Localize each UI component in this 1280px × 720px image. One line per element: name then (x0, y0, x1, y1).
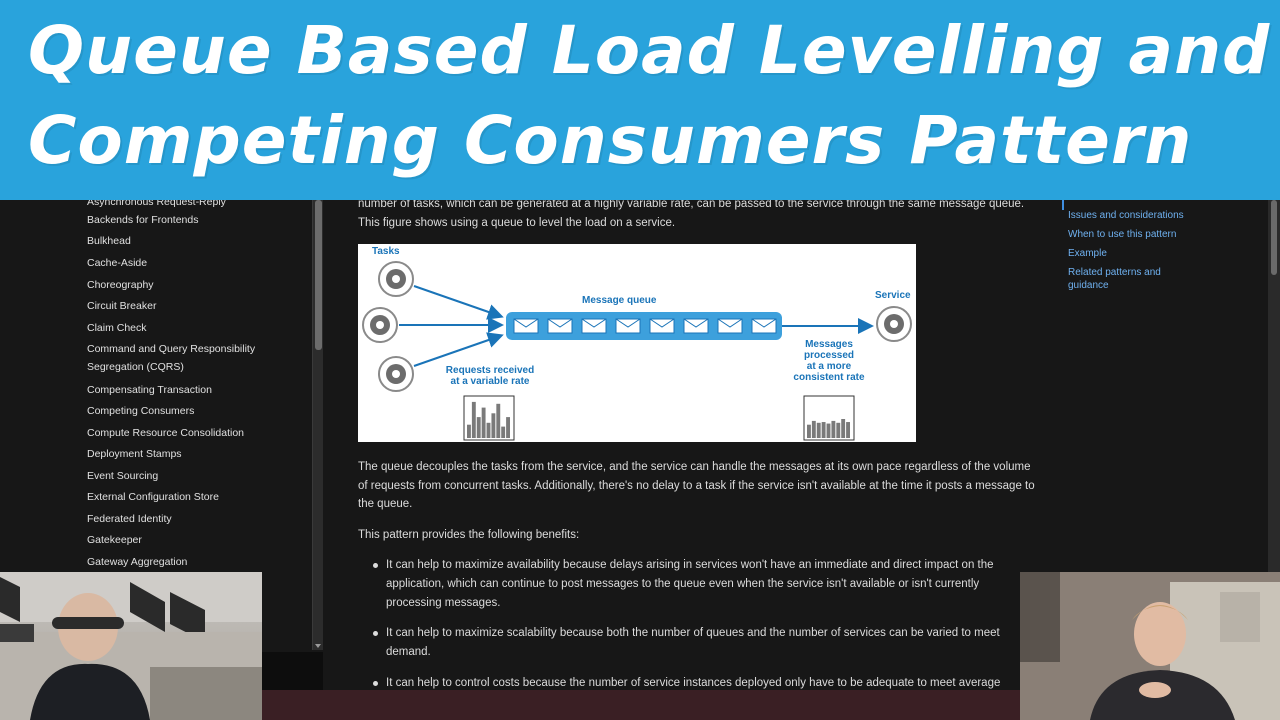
toc-link-example[interactable]: Example (1068, 248, 1107, 259)
webcam-right-scene (1020, 572, 1280, 720)
variable-rate-bar (476, 417, 481, 438)
envelope-icon (513, 318, 539, 334)
consistent-rate-bar (807, 424, 811, 438)
message-queue-label: Message queue (582, 295, 657, 306)
consistent-rate-bar (821, 422, 826, 438)
bullet-dot-icon (373, 563, 378, 568)
envelope-icon (683, 318, 709, 334)
variable-rate-bar (486, 422, 491, 438)
variable-rate-bar (501, 426, 506, 438)
consistent-rate-bar (826, 423, 831, 438)
toc-active-indicator (1062, 200, 1064, 210)
intro-paragraph: number of tasks, which can be generated … (358, 198, 1025, 229)
nav-scrollbar-thumb[interactable] (315, 200, 322, 350)
nav-scrollbar[interactable] (312, 200, 323, 650)
page-scrollbar-thumb[interactable] (1271, 200, 1277, 275)
nav-item-gatekeeper[interactable]: Gatekeeper (87, 534, 142, 546)
nav-item-cache-aside[interactable]: Cache-Aside (87, 257, 148, 269)
title-banner: Queue Based Load Levelling and Competing… (0, 0, 1280, 200)
banner-title-line-1: Queue Based Load Levelling and (28, 12, 1271, 89)
nav-item-bulkhead[interactable]: Bulkhead (87, 235, 131, 247)
nav-item-external-configuration-store[interactable]: External Configuration Store (87, 491, 219, 503)
variable-rate-bar (506, 417, 510, 438)
benefit-costs: It can help to control costs because the… (373, 674, 1022, 693)
nav-item-federated-identity[interactable]: Federated Identity (87, 513, 172, 525)
service-gear-icon (876, 306, 912, 342)
toc-link-related-patterns[interactable]: Related patterns and guidance (1068, 267, 1161, 291)
variable-rate-bar (471, 401, 476, 438)
nav-item-cqrs[interactable]: Command and Query Responsibility Segrega… (87, 343, 256, 373)
task-arrow (413, 332, 504, 367)
webcam-left-scene (0, 572, 262, 720)
benefit-scalability: It can help to maximize scalability beca… (373, 624, 1022, 662)
benefit-text: It can help to control costs because the… (386, 677, 1001, 689)
nav-item-circuit-breaker[interactable]: Circuit Breaker (87, 300, 157, 312)
toc-link-issues[interactable]: Issues and considerations (1068, 210, 1184, 221)
page-scrollbar[interactable] (1268, 200, 1280, 580)
processed-label-line-3: at a more (806, 361, 852, 372)
consistent-rate-bar (816, 422, 821, 438)
envelope-icon (615, 318, 641, 334)
bullet-dot-icon (373, 681, 378, 686)
consistent-rate-bar (836, 422, 841, 438)
variable-rate-bar (481, 407, 486, 438)
variable-rate-bar (491, 413, 496, 438)
nav-item-competing-consumers[interactable]: Competing Consumers (87, 405, 195, 417)
task-arrow (413, 285, 504, 320)
nav-item-gateway-aggregation[interactable]: Gateway Aggregation (87, 556, 188, 568)
tasks-label: Tasks (372, 246, 400, 257)
nav-item-compute-resource-consolidation[interactable]: Compute Resource Consolidation (87, 427, 245, 439)
nav-item-deployment-stamps[interactable]: Deployment Stamps (87, 448, 182, 460)
processed-label-line-4: consistent rate (793, 372, 865, 383)
scroll-down-arrow-icon[interactable] (315, 644, 321, 648)
video-bottom-strip (262, 690, 1020, 720)
diagram-canvas (362, 261, 912, 441)
decoupling-paragraph: The queue decouples the tasks from the s… (358, 461, 1035, 510)
task-gear-icon (378, 356, 414, 392)
bullet-dot-icon (373, 631, 378, 636)
benefits-intro: This pattern provides the following bene… (358, 529, 580, 541)
benefit-text: It can help to maximize availability bec… (386, 559, 994, 609)
processed-label-line-1: Messages (805, 339, 853, 350)
banner-title-line-2: Competing Consumers Pattern (28, 102, 1193, 179)
requests-label-line-1: Requests received (445, 365, 535, 376)
variable-rate-bar (496, 403, 501, 438)
variable-rate-bar (467, 424, 471, 438)
envelope-icon (649, 318, 675, 334)
nav-item-event-sourcing[interactable]: Event Sourcing (87, 470, 159, 482)
task-gear-icon (378, 261, 414, 297)
message-queue-bar (506, 312, 782, 340)
nav-item-compensating-transaction[interactable]: Compensating Transaction (87, 384, 212, 396)
task-gear-icon (362, 307, 398, 343)
consistent-rate-bar (841, 419, 846, 438)
toc-link-when-to-use[interactable]: When to use this pattern (1068, 229, 1177, 240)
envelope-icon (547, 318, 573, 334)
benefit-availability: It can help to maximize availability bec… (373, 556, 1022, 613)
processed-label-line-2: processed (803, 350, 855, 361)
nav-item-backends-for-frontends[interactable]: Backends for Frontends (87, 214, 199, 226)
consistent-rate-bar (831, 420, 836, 438)
requests-label: Requests received at a variable rate (440, 365, 540, 387)
consistent-rate-bar (846, 422, 850, 438)
nav-item-choreography[interactable]: Choreography (87, 279, 154, 291)
queue-load-levelling-diagram: Tasks Message queue Service Requests rec… (358, 244, 916, 442)
webcam-right (1020, 572, 1280, 720)
webcam-left (0, 572, 262, 720)
service-label: Service (875, 290, 911, 301)
requests-label-line-2: at a variable rate (450, 376, 530, 387)
in-page-navigation: Solution Issues and considerations When … (1060, 192, 1266, 580)
consistent-rate-bar (811, 420, 816, 438)
nav-item-claim-check[interactable]: Claim Check (87, 322, 147, 334)
benefit-text: It can help to maximize scalability beca… (386, 627, 1000, 658)
envelope-icon (717, 318, 743, 334)
envelope-icon (581, 318, 607, 334)
envelope-icon (751, 318, 777, 334)
nav-item-asynchronous-request-reply[interactable]: Asynchronous Request-Reply (87, 200, 226, 208)
processed-label: Messages processed at a more consistent … (784, 339, 874, 383)
